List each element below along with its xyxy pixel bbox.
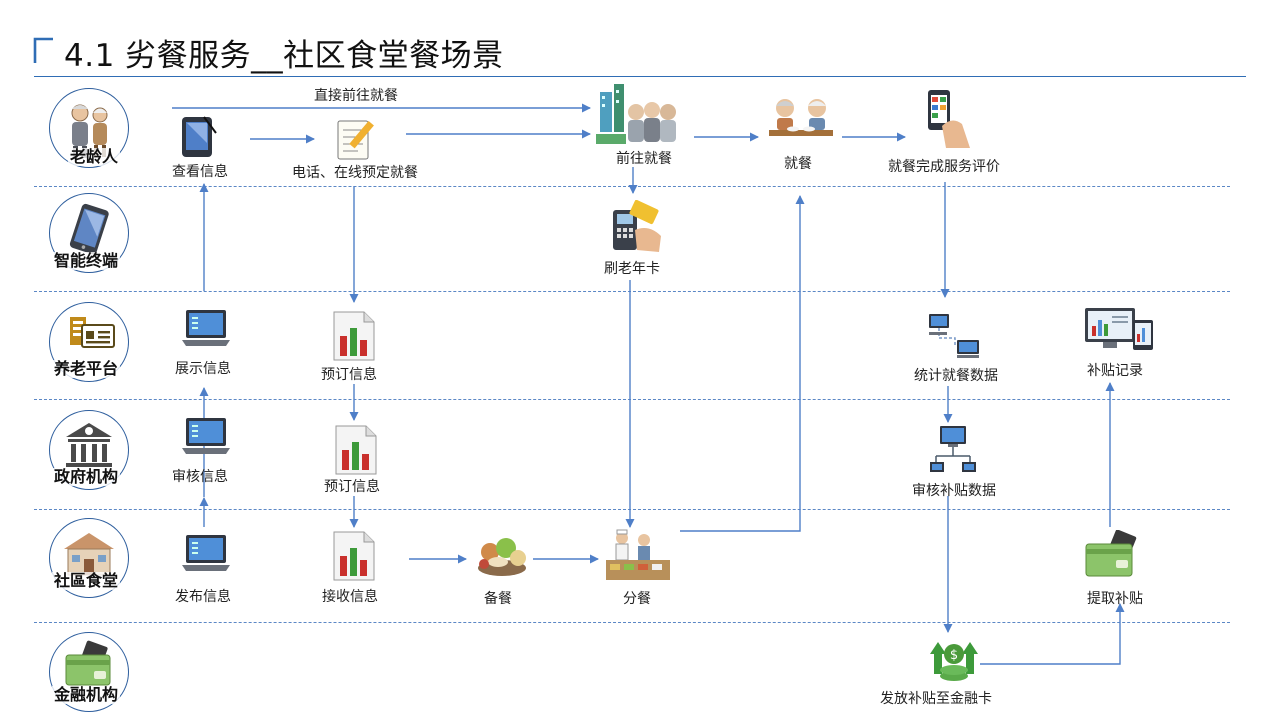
lane-label-elderly: 老龄人	[68, 147, 121, 166]
network-computers-icon	[929, 314, 979, 358]
server-network-icon	[930, 426, 976, 472]
lane-label-canteen: 社區食堂	[52, 571, 121, 590]
node-review-subsidy	[928, 424, 978, 476]
arrow-serve-to-dine	[680, 195, 805, 532]
lane-separator	[34, 399, 1230, 400]
laptop-icon	[182, 310, 230, 346]
node-label-swipe-card: 刷老年卡	[604, 261, 660, 277]
node-label-receive-info: 接收信息	[322, 589, 378, 605]
node-stat-data	[927, 312, 981, 360]
node-label-review-info: 审核信息	[172, 469, 228, 485]
lane-separator	[34, 291, 1230, 292]
node-go-dine	[596, 82, 688, 148]
smartphone-icon	[69, 203, 109, 255]
node-prepare-meal	[474, 528, 530, 580]
canteen-staff-icon	[606, 529, 670, 580]
node-label-withdraw-subsidy: 提取补贴	[1087, 591, 1143, 607]
title-underline	[34, 76, 1246, 77]
lane-label-finance: 金融机构	[52, 685, 121, 704]
dining-table-icon	[769, 99, 833, 136]
node-booking-info-gov	[334, 424, 378, 476]
phone-in-hand-icon	[928, 90, 970, 148]
lane-label-government: 政府机构	[52, 467, 121, 486]
wallet-card-icon	[1085, 530, 1137, 577]
title-corner-icon	[33, 37, 53, 63]
tablet-device-icon	[182, 116, 217, 157]
platform-card-icon	[70, 317, 115, 348]
node-phone-booking	[334, 116, 380, 162]
node-label-stat-data: 统计就餐数据	[914, 368, 998, 384]
report-chart-icon	[333, 531, 375, 581]
node-review-info	[180, 416, 232, 458]
page-title: 4.1 劣餐服务__社区食堂餐场景	[64, 38, 504, 74]
node-label-publish-info: 发布信息	[175, 589, 231, 605]
node-booking-info-platform	[332, 310, 376, 362]
node-label-review-subsidy: 审核补贴数据	[912, 483, 996, 499]
node-label-issue-subsidy: 发放补贴至金融卡	[880, 691, 992, 707]
lane-separator	[34, 509, 1230, 510]
node-serve-meal	[604, 526, 674, 586]
lane-label-platform: 养老平台	[52, 359, 121, 378]
node-label-rate-service: 就餐完成服务评价	[888, 159, 1000, 175]
node-issue-subsidy: $	[928, 634, 982, 684]
node-rate-service	[922, 88, 972, 150]
food-ingredients-icon	[478, 538, 526, 576]
wallet-card-icon	[65, 640, 111, 686]
node-dine	[767, 94, 835, 146]
node-label-serve-meal: 分餐	[623, 591, 651, 607]
city-crowd-icon	[596, 84, 676, 144]
node-display-info	[180, 308, 232, 350]
lane-label-terminal: 智能终端	[52, 251, 121, 270]
laptop-icon	[182, 418, 230, 454]
node-label-dine: 就餐	[784, 156, 812, 172]
arrow-issue-to-withdraw	[980, 603, 1125, 665]
node-label-prepare-meal: 备餐	[484, 591, 512, 607]
node-label-phone-booking: 电话、在线预定就餐	[292, 165, 418, 181]
report-chart-icon	[335, 425, 377, 475]
node-label-booking-info-platform: 预订信息	[321, 367, 377, 383]
report-chart-icon	[333, 311, 375, 361]
node-swipe-card	[605, 200, 665, 256]
notepad-pencil-icon	[337, 120, 374, 160]
node-withdraw-subsidy	[1082, 530, 1140, 582]
node-receive-info	[332, 530, 376, 582]
government-building-icon	[66, 423, 112, 467]
lane-separator	[34, 622, 1230, 623]
node-label-view-info: 查看信息	[172, 164, 228, 180]
node-label-booking-info-gov: 预订信息	[324, 479, 380, 495]
node-subsidy-record	[1083, 306, 1155, 354]
node-publish-info	[180, 533, 232, 575]
node-label-display-info: 展示信息	[175, 361, 231, 377]
card-reader-icon	[613, 200, 661, 252]
canteen-building-icon	[64, 533, 114, 576]
edge-label-direct-go: 直接前往就餐	[314, 88, 398, 104]
laptop-icon	[182, 535, 230, 571]
money-growth-icon: $	[930, 642, 978, 681]
monitor-tablet-icon	[1085, 308, 1153, 350]
node-label-subsidy-record: 补贴记录	[1087, 363, 1143, 379]
node-label-go-dine: 前往就餐	[616, 151, 672, 167]
node-view-info	[180, 115, 218, 159]
svg-text:$: $	[950, 648, 958, 663]
